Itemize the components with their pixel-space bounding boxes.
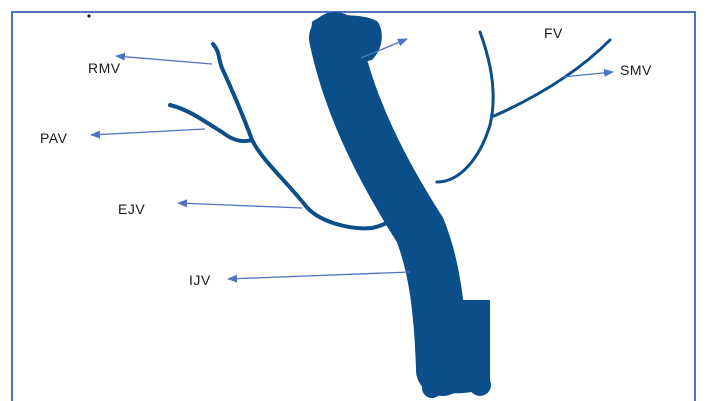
label-ijv: IJV bbox=[189, 272, 211, 288]
arrow-ijv bbox=[228, 272, 410, 279]
arrow-pav bbox=[91, 129, 205, 135]
label-smv: SMV bbox=[620, 62, 652, 78]
stray-dot bbox=[87, 14, 90, 17]
label-rmv: RMV bbox=[88, 60, 121, 76]
label-fv: FV bbox=[544, 25, 563, 41]
label-pav: PAV bbox=[40, 130, 68, 146]
arrow-ejv bbox=[178, 203, 302, 208]
arrow-rmv bbox=[116, 56, 212, 64]
label-ejv: EJV bbox=[118, 201, 145, 217]
fv-branch bbox=[437, 32, 610, 182]
